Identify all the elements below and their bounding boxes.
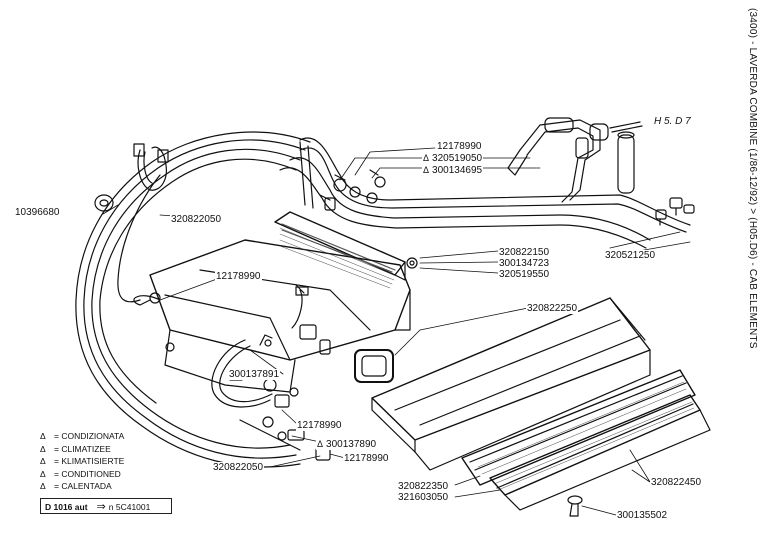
fittings-right bbox=[655, 197, 695, 226]
leader-lines bbox=[102, 147, 691, 516]
part-label-320822050-low: 320822050 bbox=[212, 462, 265, 473]
duct-panel bbox=[371, 297, 651, 471]
legend-symbol: Δ bbox=[40, 468, 46, 479]
legend-symbol: Δ bbox=[40, 431, 46, 441]
part-label-320822150: 320822150 bbox=[498, 247, 551, 258]
serial-applicability-box: D 1016 aut ⇒n 5C41001 bbox=[40, 498, 172, 514]
part-label-320519550: 320519550 bbox=[498, 269, 551, 280]
part-label-12178990-mid: 12178990 bbox=[296, 420, 343, 431]
side-title: (3400) - LAVERDA COMBINE (1/86-12/92) > … bbox=[747, 8, 758, 349]
legend-row: Δ = KLIMATISIERTE bbox=[40, 455, 124, 468]
reference-tag: H 5. D 7 bbox=[652, 116, 693, 127]
part-label-320521250: 320521250 bbox=[604, 250, 657, 261]
rubber-seal bbox=[354, 349, 394, 383]
part-number: 300137890 bbox=[326, 439, 377, 450]
legend-text: = CALENTADA bbox=[54, 481, 112, 491]
part-label-12178990-top: 12178990 bbox=[436, 141, 483, 152]
legend-symbol: Δ bbox=[40, 456, 46, 466]
center-fittings bbox=[319, 169, 418, 269]
hose-lower bbox=[133, 292, 273, 408]
part-number: 300134695 bbox=[432, 165, 483, 176]
part-label-12178990-low: 12178990 bbox=[343, 453, 390, 464]
grille-mesh bbox=[279, 227, 695, 491]
legend-row: Δ = CLIMATIZEE bbox=[40, 443, 124, 456]
receiver-drier bbox=[609, 121, 643, 194]
legend-text: = KLIMATISIERTE bbox=[54, 456, 125, 466]
legend-symbol: Δ bbox=[40, 443, 46, 454]
part-label-321603050: 321603050 bbox=[397, 492, 450, 503]
delta-marker: Δ bbox=[423, 153, 430, 163]
legend-row: Δ = CALENTADA bbox=[40, 480, 124, 493]
serial-prefix: n bbox=[108, 502, 114, 512]
part-label-300137891: 300137891 bbox=[228, 369, 281, 380]
delta-marker: Δ bbox=[423, 165, 430, 175]
part-label-320822350: 320822350 bbox=[397, 481, 450, 492]
grommet bbox=[94, 194, 114, 212]
model-code: D 1016 aut bbox=[45, 502, 88, 512]
part-label-12178990-left: 12178990 bbox=[215, 271, 262, 282]
legend-symbol: Δ bbox=[40, 481, 46, 491]
part-label-320822050-top: 320822050 bbox=[170, 214, 223, 225]
clamp-top bbox=[133, 143, 169, 191]
legend-text: = CLIMATIZEE bbox=[54, 443, 111, 454]
hose-bundle-left bbox=[75, 131, 311, 468]
part-label-10396680: 10396680 bbox=[14, 207, 61, 218]
part-label-320822250: 320822250 bbox=[526, 303, 579, 314]
legend-row: Δ = CONDITIONED bbox=[40, 468, 124, 481]
delta-marker: Δ bbox=[317, 439, 324, 449]
legend-text: = CONDITIONED bbox=[54, 468, 121, 479]
part-label-300134723: 300134723 bbox=[498, 258, 551, 269]
serial-number: 5C41001 bbox=[115, 502, 151, 512]
part-number: 320519050 bbox=[432, 153, 483, 164]
screw bbox=[567, 495, 583, 517]
legend: Δ = CONDIZIONATA Δ = CLIMATIZEE Δ = KLIMATI… bbox=[40, 430, 124, 493]
legend-text: = CONDIZIONATA bbox=[54, 431, 125, 441]
receiver-pipes bbox=[507, 117, 609, 203]
upper-grille bbox=[274, 211, 406, 281]
part-label-300135502: 300135502 bbox=[616, 510, 669, 521]
legend-row: Δ = CONDIZIONATA bbox=[40, 430, 124, 443]
part-label-320822450: 320822450 bbox=[650, 477, 703, 488]
hose-bundle-top bbox=[279, 137, 691, 249]
arrow-icon: ⇒ bbox=[96, 501, 106, 513]
